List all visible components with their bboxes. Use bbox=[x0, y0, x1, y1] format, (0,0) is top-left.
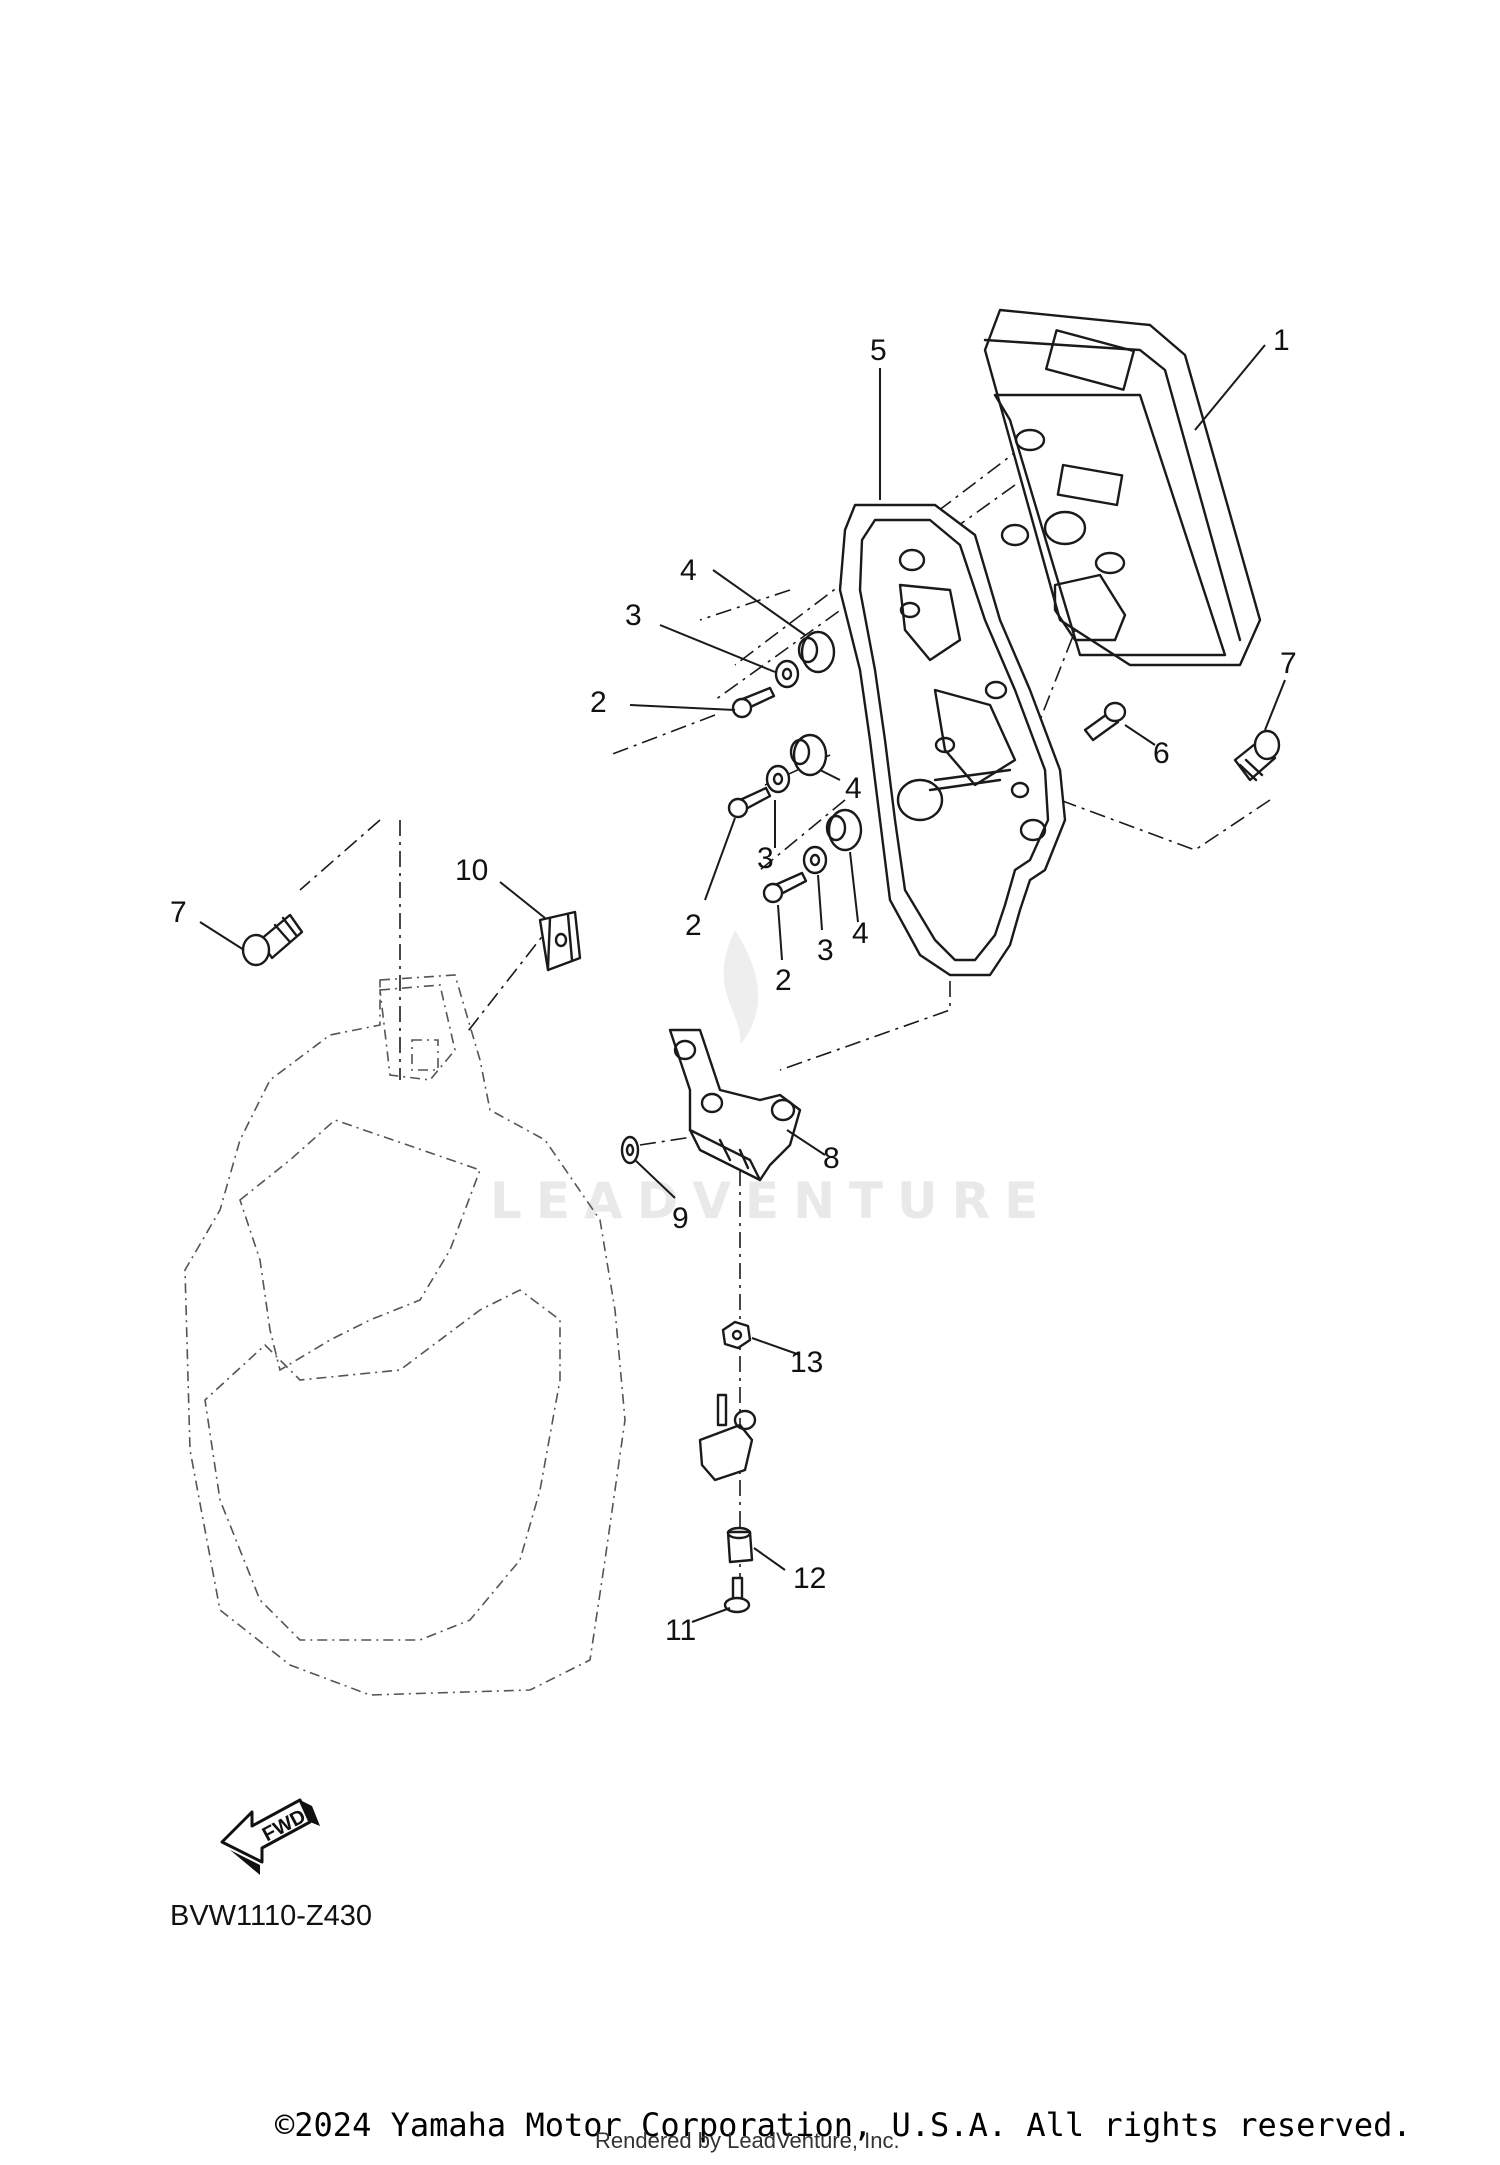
fwd-arrow-icon: FWD bbox=[220, 1798, 320, 1875]
callout-11: 11 bbox=[665, 1614, 696, 1647]
callout-4b: 4 bbox=[845, 772, 862, 805]
watermark-flame-icon bbox=[723, 930, 759, 1045]
screw-a bbox=[731, 686, 776, 719]
screw-11 bbox=[723, 1576, 751, 1614]
damper-stud bbox=[698, 1393, 757, 1482]
grommet-a bbox=[797, 630, 836, 674]
stay-bracket-8 bbox=[668, 1028, 802, 1182]
callout-13: 13 bbox=[790, 1346, 823, 1379]
callout-labels: 1 5 4 3 2 7 6 4 3 2 4 3 2 10 7 8 9 13 12… bbox=[170, 324, 1297, 1647]
callout-2b: 2 bbox=[685, 909, 702, 942]
grommet-b bbox=[789, 733, 828, 777]
callout-7a: 7 bbox=[1280, 647, 1297, 680]
clip-nut-10 bbox=[538, 910, 582, 972]
watermark-text: LEADVENTURE bbox=[490, 1172, 1052, 1230]
callout-2a: 2 bbox=[590, 686, 607, 719]
washer-c bbox=[802, 845, 828, 875]
bolt-6 bbox=[1083, 701, 1127, 742]
meter-bracket bbox=[838, 503, 1067, 977]
meter-unit bbox=[983, 308, 1262, 667]
callout-5: 5 bbox=[870, 334, 887, 367]
bolt-7-left bbox=[241, 913, 304, 967]
screw-c bbox=[762, 871, 808, 904]
headlight-cowl bbox=[184, 974, 626, 1696]
washer-9 bbox=[620, 1135, 640, 1165]
rendered-by-notice: Rendered by LeadVenture, Inc. bbox=[595, 2128, 900, 2153]
callout-12: 12 bbox=[793, 1562, 826, 1595]
callout-6: 6 bbox=[1153, 737, 1170, 770]
callout-4a: 4 bbox=[680, 554, 697, 587]
callout-1: 1 bbox=[1273, 324, 1290, 357]
washer-a bbox=[774, 659, 800, 689]
callout-3a: 3 bbox=[625, 599, 642, 632]
callout-3b: 3 bbox=[757, 842, 774, 875]
copyright-notice: ©2024 Yamaha Motor Corporation, U.S.A. A… bbox=[275, 2106, 1412, 2144]
washer-b bbox=[765, 764, 791, 794]
grommet-c bbox=[825, 808, 863, 852]
leader-lines bbox=[199, 344, 1286, 1623]
callout-8: 8 bbox=[823, 1142, 840, 1175]
diagram-code: BVW1110-Z430 bbox=[170, 1900, 373, 1932]
callout-7b: 7 bbox=[170, 896, 187, 929]
nut-13 bbox=[721, 1320, 752, 1350]
callout-2c: 2 bbox=[775, 964, 792, 997]
screw-b bbox=[727, 786, 772, 819]
callout-10: 10 bbox=[455, 854, 488, 887]
callout-9: 9 bbox=[672, 1202, 689, 1235]
bolt-7-right bbox=[1233, 729, 1281, 782]
callout-4c: 4 bbox=[852, 917, 869, 950]
callout-3c: 3 bbox=[817, 934, 834, 967]
collar-12 bbox=[726, 1526, 754, 1564]
